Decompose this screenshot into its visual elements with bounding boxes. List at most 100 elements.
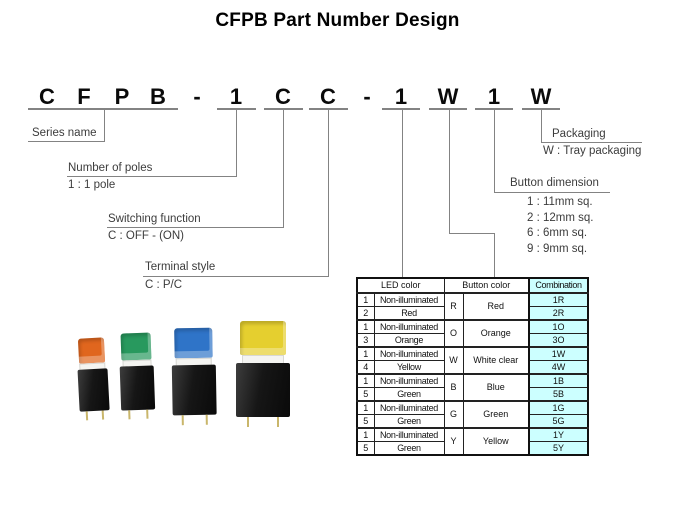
header-combination: Combination: [528, 277, 589, 294]
label-number-of-poles: Number of poles: [68, 162, 153, 174]
combination-cell: 1G: [528, 400, 589, 415]
led-code-cell: 2: [356, 306, 375, 321]
led-code-cell: 1: [356, 292, 375, 307]
value-switching-function: C : OFF - (ON): [108, 230, 185, 242]
table-header-row: LED color Button color Combination: [356, 277, 589, 294]
led-code-cell: 5: [356, 441, 375, 456]
led-color-cell: Non-illuminated: [373, 292, 445, 307]
led-color-cell: Non-illuminated: [373, 319, 445, 334]
connector-dimension: [494, 108, 495, 193]
part-char-poles: 1: [229, 84, 243, 109]
part-char-button-color: W: [437, 84, 459, 109]
led-code-cell: 1: [356, 427, 375, 442]
connector-packaging: [541, 108, 542, 143]
pushbutton-switch-yellow: [236, 321, 290, 427]
led-color-cell: Green: [373, 441, 445, 456]
led-color-cell: Green: [373, 387, 445, 402]
button-color-cell: Red: [462, 292, 530, 321]
combination-cell: 5Y: [528, 441, 589, 456]
switch-cap-orange: [77, 337, 106, 364]
combination-cell: 2R: [528, 306, 589, 321]
rule-terminal: [143, 276, 329, 277]
button-color-cell: Yellow: [462, 427, 530, 456]
part-char-terminal: C: [320, 84, 336, 109]
combination-cell: 5G: [528, 414, 589, 429]
header-led-color: LED color: [356, 277, 445, 294]
connector-button-color-lower: [494, 233, 495, 277]
label-button-dimension: Button dimension: [510, 177, 599, 189]
switch-collar: [242, 355, 284, 363]
page-title: CFPB Part Number Design: [215, 10, 460, 31]
switch-body: [119, 365, 156, 411]
rule-poles: [67, 176, 237, 177]
pushbutton-switch-blue: [171, 327, 217, 426]
table-row: 1 Non-illuminated W White clear 1W: [356, 346, 589, 375]
value-button-dimension-2: 2 : 12mm sq.: [527, 211, 594, 224]
combination-cell: 1B: [528, 373, 589, 388]
rule-dimension: [494, 192, 610, 193]
switch-body: [77, 368, 110, 412]
connector-switching: [283, 108, 284, 228]
combination-cell: 3O: [528, 333, 589, 348]
button-code-cell: Y: [443, 427, 464, 456]
connector-terminal: [328, 108, 329, 277]
color-combination-table: LED color Button color Combination 1 Non…: [356, 277, 589, 456]
table-row: 1 Non-illuminated G Green 1G: [356, 400, 589, 429]
part-char-led-color: 1: [394, 84, 408, 109]
label-terminal-style: Terminal style: [145, 261, 216, 273]
button-color-cell: Green: [462, 400, 530, 429]
led-color-cell: Non-illuminated: [373, 346, 445, 361]
combination-cell: 4W: [528, 360, 589, 375]
switch-legs: [247, 417, 279, 427]
value-button-dimension-3: 6 : 6mm sq.: [527, 227, 588, 239]
part-char-series-2: F: [77, 84, 91, 109]
pushbutton-switch-green: [119, 332, 156, 420]
value-terminal-style: C : P/C: [145, 279, 183, 291]
rule-switching: [107, 227, 284, 228]
led-code-cell: 1: [356, 346, 375, 361]
switch-cap-green: [120, 332, 152, 361]
button-code-cell: G: [443, 400, 464, 429]
led-color-cell: Orange: [373, 333, 445, 348]
table-row: 2 Red 2R: [356, 306, 589, 321]
led-code-cell: 5: [356, 387, 375, 402]
underline-series: [28, 108, 178, 110]
label-switching-function: Switching function: [108, 213, 201, 225]
led-code-cell: 1: [356, 319, 375, 334]
value-number-of-poles: 1 : 1 pole: [68, 179, 116, 191]
led-color-cell: Yellow: [373, 360, 445, 375]
combination-cell: 1W: [528, 346, 589, 361]
led-color-cell: Non-illuminated: [373, 400, 445, 415]
led-code-cell: 4: [356, 360, 375, 375]
switch-body: [236, 363, 290, 417]
button-code-cell: W: [443, 346, 464, 375]
table-row: 1 Non-illuminated Y Yellow 1Y: [356, 427, 589, 456]
button-color-cell: Blue: [462, 373, 530, 402]
led-code-cell: 1: [356, 400, 375, 415]
part-char-dash-2: -: [363, 84, 371, 109]
led-color-cell: Non-illuminated: [373, 427, 445, 442]
part-char-series-4: B: [150, 84, 166, 109]
switch-legs: [181, 414, 208, 426]
switch-product-photo: [60, 300, 350, 450]
part-char-series-3: P: [114, 84, 130, 109]
part-char-dimension: 1: [487, 84, 501, 109]
led-color-cell: Non-illuminated: [373, 373, 445, 388]
connector-led-color: [402, 108, 403, 277]
led-code-cell: 1: [356, 373, 375, 388]
value-button-dimension-1: 1 : 11mm sq.: [527, 196, 593, 208]
table-row: 5 Green 5Y: [356, 441, 589, 456]
table-row: 1 Non-illuminated R Red 1R: [356, 292, 589, 321]
combination-cell: 1R: [528, 292, 589, 307]
combination-cell: 5B: [528, 387, 589, 402]
combination-cell: 1Y: [528, 427, 589, 442]
led-code-cell: 3: [356, 333, 375, 348]
combination-cell: 1O: [528, 319, 589, 334]
connector-button-color-upper: [449, 108, 450, 234]
switch-cap-yellow: [240, 321, 286, 355]
rule-packaging: [541, 142, 642, 143]
part-char-dash-1: -: [193, 84, 201, 109]
value-button-dimension-4: 9 : 9mm sq.: [527, 242, 588, 255]
led-code-cell: 5: [356, 414, 375, 429]
